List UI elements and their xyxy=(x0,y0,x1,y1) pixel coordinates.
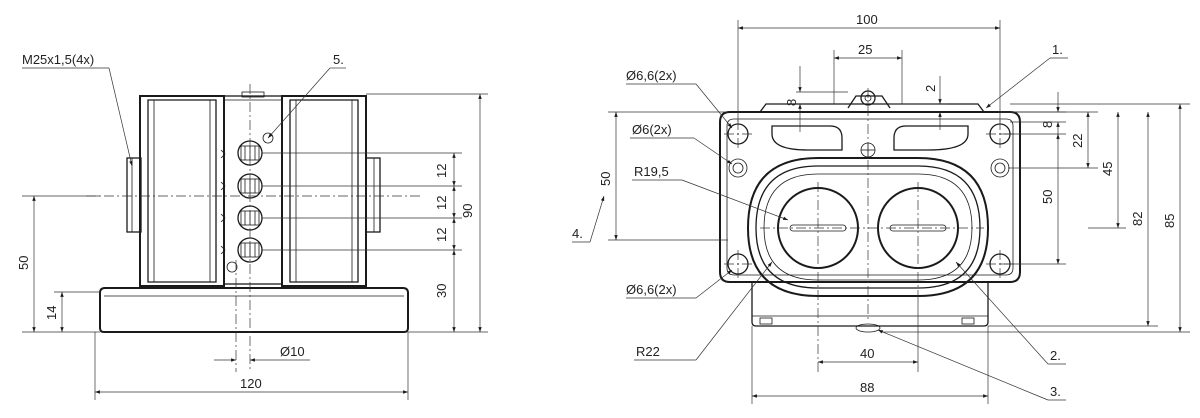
connector-stack xyxy=(220,132,274,273)
item-5-label: 5. xyxy=(333,52,344,67)
dim-12-b: 12 xyxy=(434,196,449,210)
dim-50-left: 50 xyxy=(16,256,31,270)
hole-top-label: Ø6,6(2x) xyxy=(626,68,677,83)
dim-82: 82 xyxy=(1130,212,1145,226)
radius-body-label: R22 xyxy=(636,344,660,359)
hole-mid-label: Ø6(2x) xyxy=(632,122,672,137)
dim-88: 88 xyxy=(860,380,874,395)
item-3-label: 3. xyxy=(1050,384,1061,399)
dim-50-right: 50 xyxy=(1040,190,1055,204)
item-2-label: 2. xyxy=(1050,348,1061,363)
dim-dia-10: Ø10 xyxy=(280,344,305,359)
thread-label: M25x1,5(4x) xyxy=(22,52,94,67)
dim-85: 85 xyxy=(1162,214,1177,228)
dim-50-left-front: 50 xyxy=(598,172,613,186)
dim-90: 90 xyxy=(460,204,475,218)
dim-12-a: 12 xyxy=(434,164,449,178)
dim-8-top: 8 xyxy=(784,99,799,106)
front-view-dimensions: 100 25 8 2 8 22 45 50 xyxy=(572,12,1190,404)
dim-8-right: 8 xyxy=(1040,121,1055,128)
mounting-holes xyxy=(727,123,1011,275)
radius-slot-label: R19,5 xyxy=(634,164,669,179)
side-view-dimensions: M25x1,5(4x) 5. 50 14 12 12 12 30 90 xyxy=(16,52,488,400)
dim-120: 120 xyxy=(240,376,262,391)
dim-14: 14 xyxy=(44,306,59,320)
dim-45: 45 xyxy=(1100,162,1115,176)
dim-40: 40 xyxy=(860,346,874,361)
item-4-label: 4. xyxy=(572,226,583,241)
dim-100: 100 xyxy=(856,12,878,27)
side-view xyxy=(86,84,420,372)
item-1-label: 1. xyxy=(1052,42,1063,57)
front-view xyxy=(719,88,1021,372)
hole-bottom-label: Ø6,6(2x) xyxy=(626,282,677,297)
dim-30: 30 xyxy=(434,284,449,298)
dim-22: 22 xyxy=(1070,134,1085,148)
dim-2: 2 xyxy=(923,85,938,92)
dim-12-c: 12 xyxy=(434,228,449,242)
dim-25: 25 xyxy=(858,42,872,57)
